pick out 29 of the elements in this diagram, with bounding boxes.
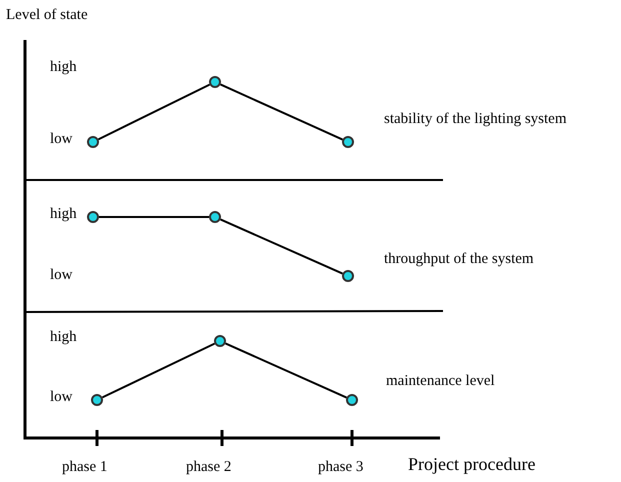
text-label: high [50,205,77,224]
data-point [87,211,99,223]
line-segment [102,342,216,398]
text-label: phase 3 [318,458,364,477]
data-point [346,394,358,406]
line-segment [98,84,210,140]
data-point [342,270,354,282]
text-label: low [50,388,72,407]
text-label: phase 2 [186,458,232,477]
data-point [87,136,99,148]
data-point [214,335,226,347]
text-label: high [50,58,77,77]
text-label: Project procedure [408,453,536,476]
text-label: low [50,130,72,149]
line-segment [220,218,343,274]
text-label: phase 1 [62,458,108,477]
text-label: Level of state [6,6,88,25]
text-label: throughput of the system [384,250,534,269]
data-point [342,136,354,148]
line-segment [99,216,209,218]
data-point [209,76,221,88]
data-point [209,211,221,223]
text-label: stability of the lighting system [384,110,566,129]
data-point [91,394,103,406]
line-segment [220,84,343,140]
text-label: low [50,266,72,285]
line-segment [225,342,347,398]
text-label: maintenance level [386,372,495,391]
text-label: high [50,328,77,347]
